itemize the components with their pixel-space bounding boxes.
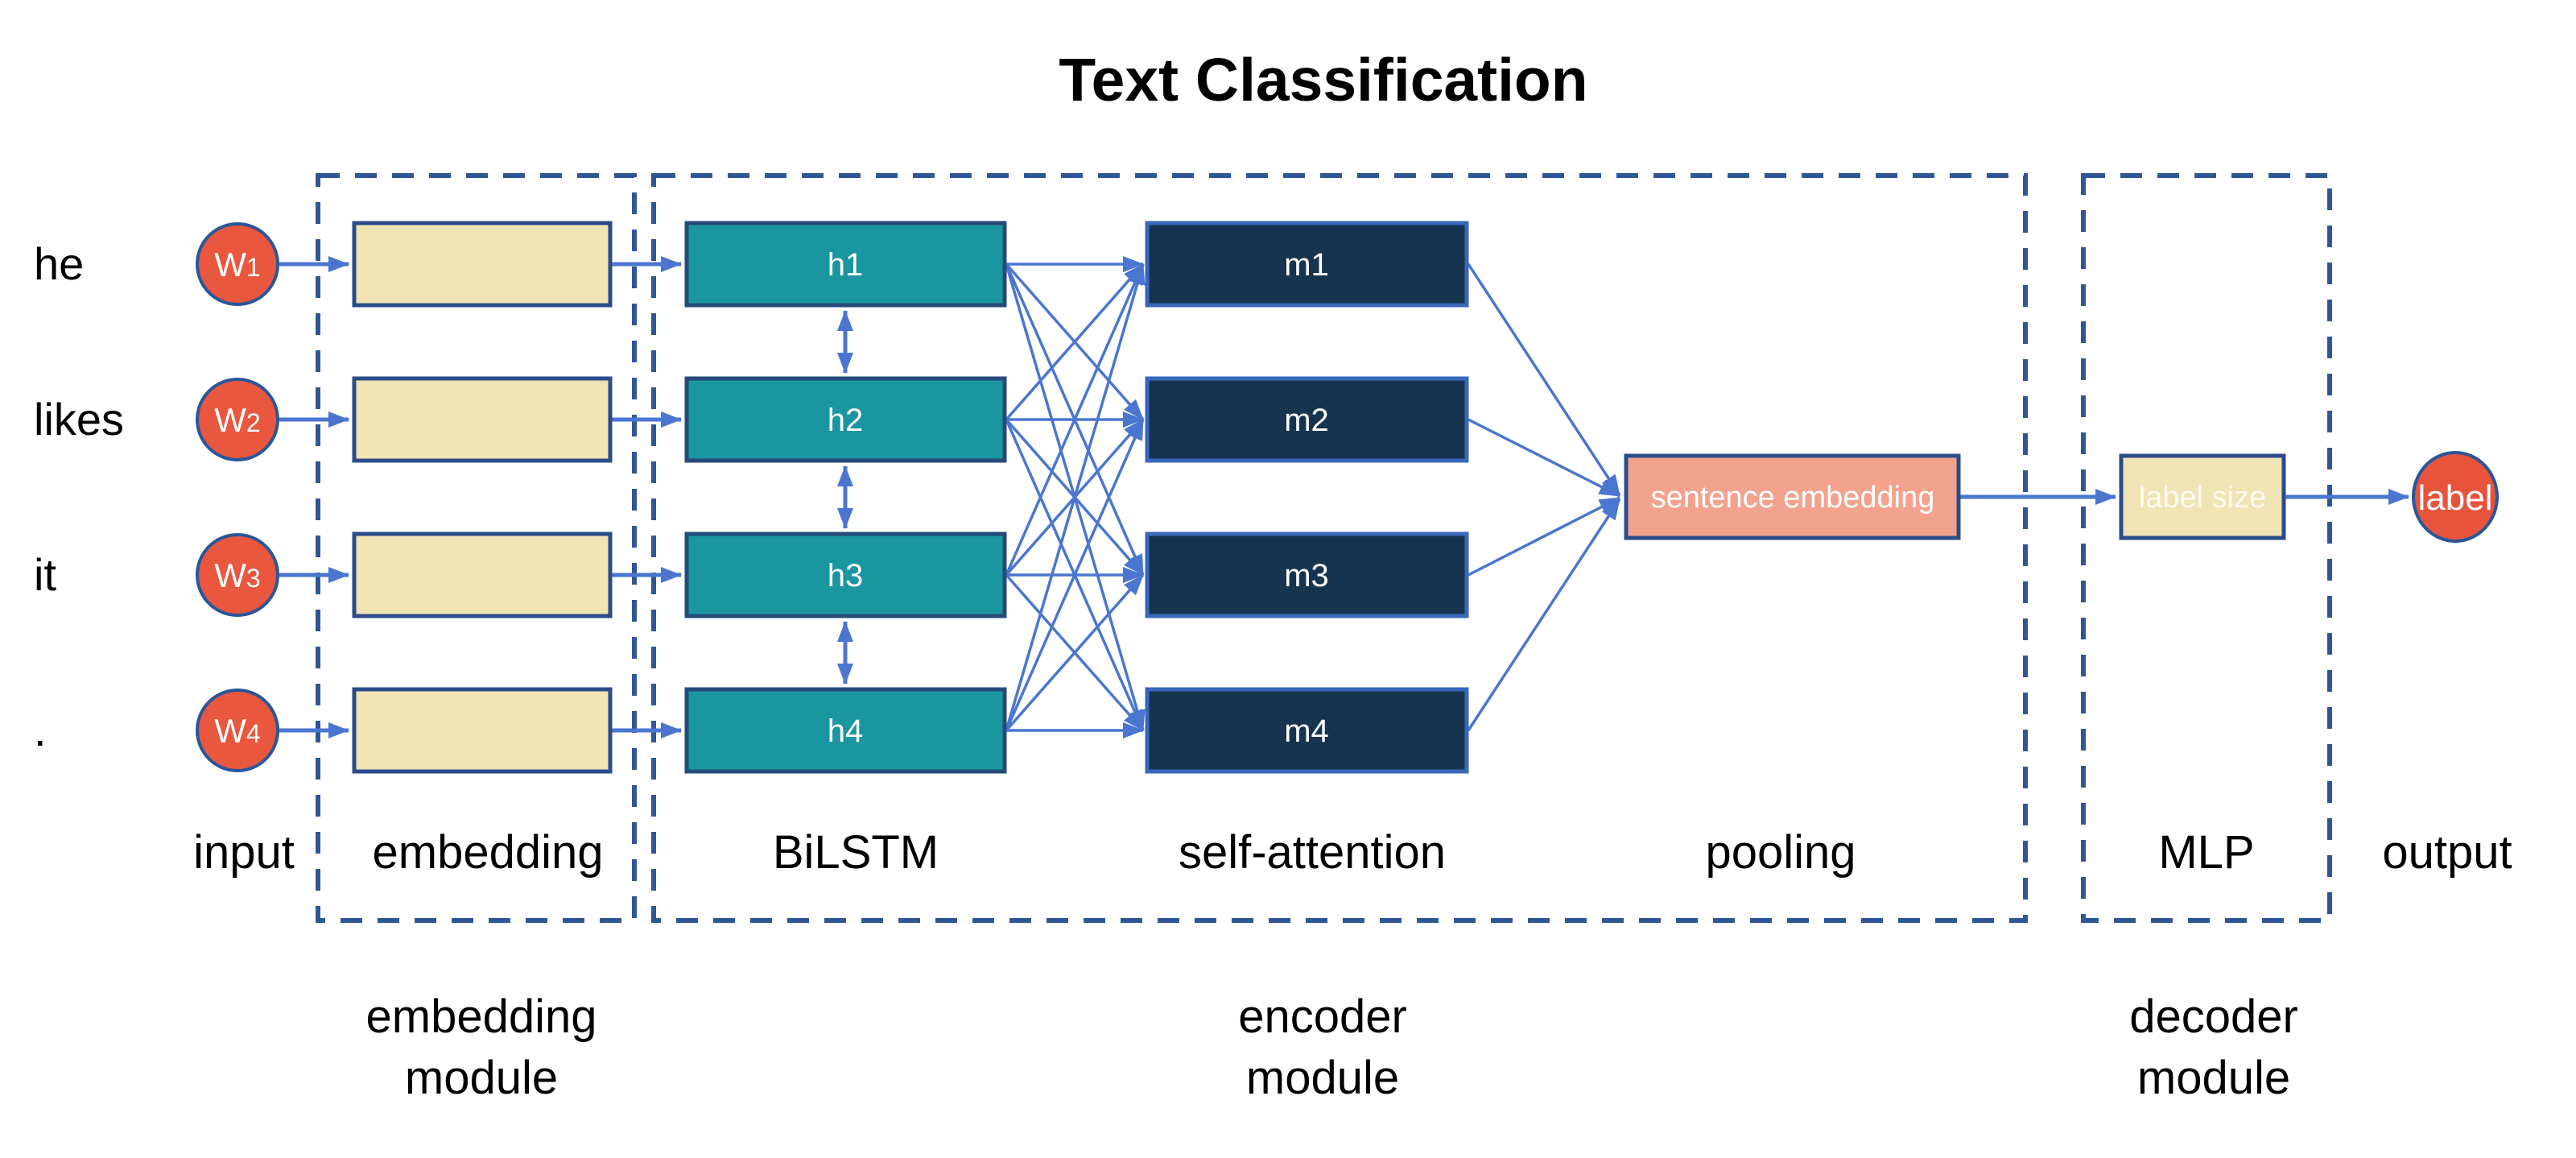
connector-line (1005, 419, 1145, 731)
sentence-embedding-label: sentence embedding (1651, 481, 1935, 515)
diagram-title: Text Classification (1059, 46, 1587, 114)
connector-line (1005, 573, 1145, 732)
encoder-module-caption-line2: module (1246, 1052, 1399, 1104)
caption-output: output (2382, 826, 2512, 879)
encoder-module-caption-line1: encoder (1238, 991, 1407, 1043)
input-node-label: W4 (214, 712, 260, 750)
connector-line (1005, 263, 1145, 421)
connector-line (1468, 496, 1620, 577)
embedding-box (352, 687, 613, 774)
input-node-circle (196, 222, 279, 306)
bilstm-box (684, 531, 1007, 618)
encoder-module-box (651, 173, 2028, 923)
caption-mlp: MLP (2158, 826, 2254, 879)
bilstm-node-label: h1 (828, 247, 864, 283)
input-nodes: W1 W2 W3 W4 (196, 222, 279, 772)
input-node-circle (196, 378, 279, 461)
bilstm-node-label: h4 (828, 713, 864, 749)
input-words: he likes it . (34, 238, 124, 755)
connector-line (1468, 418, 1620, 498)
input-word: it (34, 549, 56, 600)
caption-bilstm: BiLSTM (773, 826, 939, 879)
attention-node-label: m3 (1284, 558, 1329, 593)
output-node-circle (2412, 451, 2499, 543)
input-node-label: W3 (214, 556, 260, 594)
bilstm-box (684, 687, 1007, 774)
attention-box (1145, 221, 1469, 308)
bilstm-to-attention-lines (1005, 256, 1146, 738)
caption-pooling: pooling (1705, 826, 1856, 879)
input-to-embedding-arrows (279, 256, 349, 738)
connector-line (1467, 498, 1621, 731)
embedding-to-bilstm-arrows (612, 256, 682, 738)
embedding-box (352, 376, 613, 463)
input-node-circle (196, 533, 279, 617)
embedding-module-caption-line2: module (405, 1052, 558, 1104)
embedding-box (352, 531, 613, 618)
connector-line (1005, 263, 1146, 731)
sentence-embedding-box (1624, 453, 1961, 540)
connector-line (1005, 263, 1145, 576)
attention-node-label: m2 (1284, 403, 1329, 438)
caption-embedding: embedding (373, 826, 604, 879)
attention-box (1145, 376, 1469, 463)
input-word: . (34, 705, 47, 755)
connector-line (1467, 263, 1621, 496)
attention-node-label: m1 (1284, 247, 1329, 283)
output-node-label: label (2418, 478, 2493, 518)
decoder-module-box (2081, 173, 2332, 923)
embedding-module-caption-line1: embedding (366, 991, 597, 1043)
input-node-label: W1 (214, 246, 260, 283)
embedding-module-box (316, 173, 637, 923)
module-captions: embedding module encoder module decoder … (366, 991, 2298, 1104)
column-captions: input embedding BiLSTM self-attention po… (193, 826, 2512, 879)
label-size-box (2119, 453, 2286, 540)
bilstm-box (684, 221, 1007, 308)
caption-self-attention: self-attention (1179, 826, 1446, 879)
attention-node-label: m4 (1284, 713, 1329, 749)
bilstm-node-label: h3 (828, 558, 864, 593)
caption-input: input (193, 826, 295, 879)
input-word: likes (34, 394, 124, 445)
bilstm-box (684, 376, 1007, 463)
embedding-boxes (352, 221, 613, 774)
decoder-module-caption-line1: decoder (2129, 991, 2298, 1043)
input-node-circle (196, 689, 279, 772)
attention-boxes: m1 m2 m3 m4 (1145, 221, 1469, 774)
input-node-label: W2 (214, 401, 260, 439)
bilstm-boxes: h1 h2 h3 h4 (684, 221, 1007, 774)
label-size-label: label size (2139, 481, 2266, 515)
input-word: he (34, 238, 84, 289)
attention-box (1145, 687, 1469, 774)
bilstm-node-label: h2 (828, 403, 864, 438)
attention-to-pooling-lines (1467, 263, 1621, 731)
attention-box (1145, 531, 1469, 618)
decoder-module-caption-line2: module (2137, 1052, 2290, 1104)
embedding-box (352, 221, 613, 308)
